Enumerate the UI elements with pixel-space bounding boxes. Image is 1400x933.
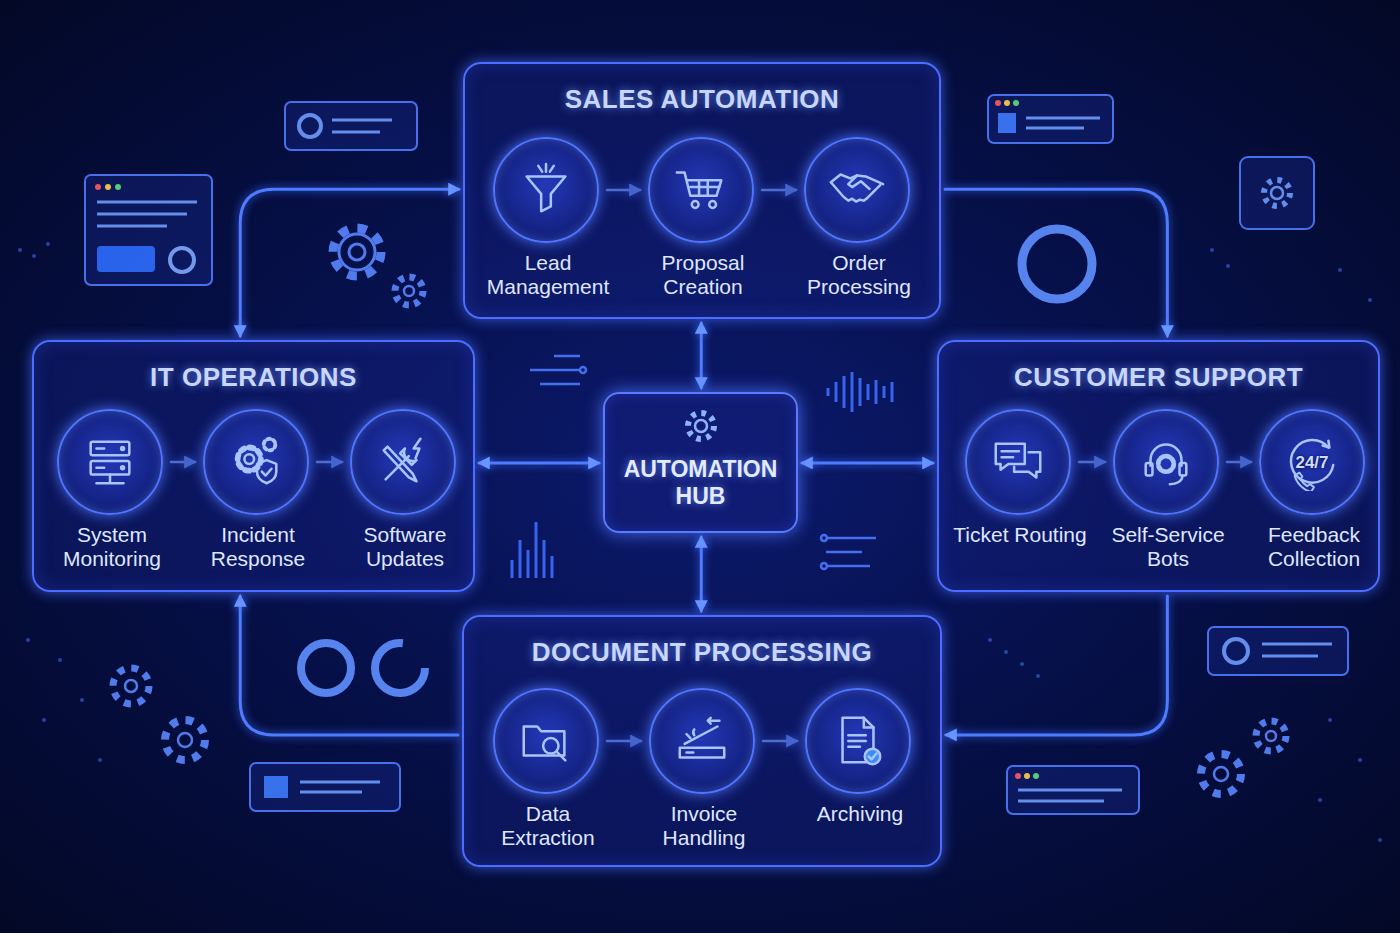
group-heading: CUSTOMER SUPPORT (939, 362, 1378, 393)
ui-card (1007, 766, 1139, 814)
icon (374, 433, 432, 491)
ui-card (1208, 627, 1348, 675)
flow-connector (700, 323, 703, 388)
gear-icon (681, 406, 721, 446)
step-circle: Archiving (805, 688, 911, 794)
flow-connector (946, 596, 1167, 735)
ui-card (1240, 157, 1314, 229)
ui-card (285, 102, 417, 150)
step-label: Data Extraction (478, 802, 618, 850)
step-label: Self-Service Bots (1098, 523, 1238, 571)
step-circle: Order Processing (804, 137, 910, 243)
step-circle: Lead Management (493, 137, 599, 243)
step-label: Incident Response (188, 523, 328, 571)
flow-connector (802, 461, 933, 464)
group-box: DOCUMENT PROCESSINGData ExtractionInvoic… (462, 615, 942, 867)
icon (1137, 433, 1195, 491)
step-circle: Incident Response (203, 409, 309, 515)
group-box: CUSTOMER SUPPORTTicket RoutingSelf-Servi… (937, 340, 1380, 592)
flow-connector (240, 596, 458, 735)
step-circle: Self-Service Bots (1113, 409, 1219, 515)
icon (672, 161, 730, 219)
step-label: Feedback Collection (1244, 523, 1384, 571)
icon (517, 712, 575, 770)
icon-text: 24/7 (1261, 453, 1363, 473)
icon (829, 712, 887, 770)
group-heading: IT OPERATIONS (34, 362, 473, 393)
step-label: System Monitoring (42, 523, 182, 571)
icon (673, 712, 731, 770)
hub-box: AUTOMATION HUB (603, 392, 798, 533)
ui-card (85, 175, 212, 285)
step-label: Invoice Handling (634, 802, 774, 850)
step-label: Archiving (790, 802, 930, 826)
step-circle: Software Updates (350, 409, 456, 515)
flow-connector (240, 189, 459, 336)
group-heading: DOCUMENT PROCESSING (464, 637, 940, 668)
ui-card (988, 95, 1113, 143)
step-circle: Proposal Creation (648, 137, 754, 243)
step-label: Software Updates (335, 523, 475, 571)
step-label: Ticket Routing (950, 523, 1090, 547)
flow-connector (700, 537, 703, 611)
group-heading: SALES AUTOMATION (465, 84, 939, 115)
flow-connector (945, 189, 1167, 336)
hub-label: AUTOMATION HUB (605, 456, 796, 510)
step-label: Order Processing (789, 251, 929, 299)
step-circle: 24/7Feedback Collection (1259, 409, 1365, 515)
icon (81, 433, 139, 491)
icon (828, 161, 886, 219)
flow-connector (479, 461, 599, 464)
dot-grid (18, 242, 1382, 842)
icon (517, 161, 575, 219)
step-circle: System Monitoring (57, 409, 163, 515)
icon (989, 433, 1047, 491)
group-box: SALES AUTOMATIONLead ManagementProposal … (463, 62, 941, 319)
icon (227, 433, 285, 491)
step-circle: Invoice Handling (649, 688, 755, 794)
group-box: IT OPERATIONSSystem MonitoringIncident R… (32, 340, 475, 592)
step-circle: Ticket Routing (965, 409, 1071, 515)
ui-card (250, 763, 400, 811)
step-circle: Data Extraction (493, 688, 599, 794)
step-label: Proposal Creation (633, 251, 773, 299)
step-label: Lead Management (478, 251, 618, 299)
